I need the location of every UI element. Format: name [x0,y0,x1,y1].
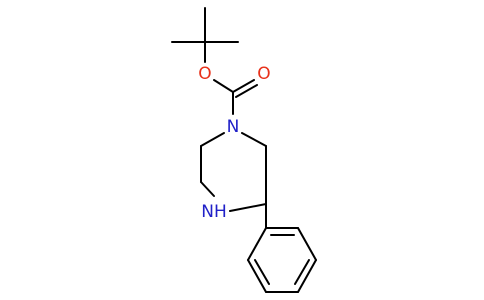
ring-nitrogen-boc-label: N [227,117,240,137]
ring-nitrogen-h-label: NH [201,202,227,222]
carbonyl-bond-1 [232,79,255,93]
ring-bond-nh-to-ch [229,203,267,212]
phenyl-inner-bond-3 [254,259,270,285]
carbonyl-oxygen-label: O [257,64,270,84]
phenyl-inner-bond-2 [294,259,310,285]
phenyl-bond-5 [247,259,267,293]
ester-oxygen-label: O [198,64,211,84]
ring-bond-n1-right [241,132,267,147]
phenyl-bond-3 [297,259,317,293]
phenyl-bond-2 [297,227,317,261]
ring-bond-left-to-nh [200,181,215,197]
ester-o-to-carbonyl-bond [213,79,234,93]
carbonyl-bond-2 [235,84,258,98]
ring-bond-n1-left [200,132,225,147]
phenyl-bond-6 [247,227,267,261]
